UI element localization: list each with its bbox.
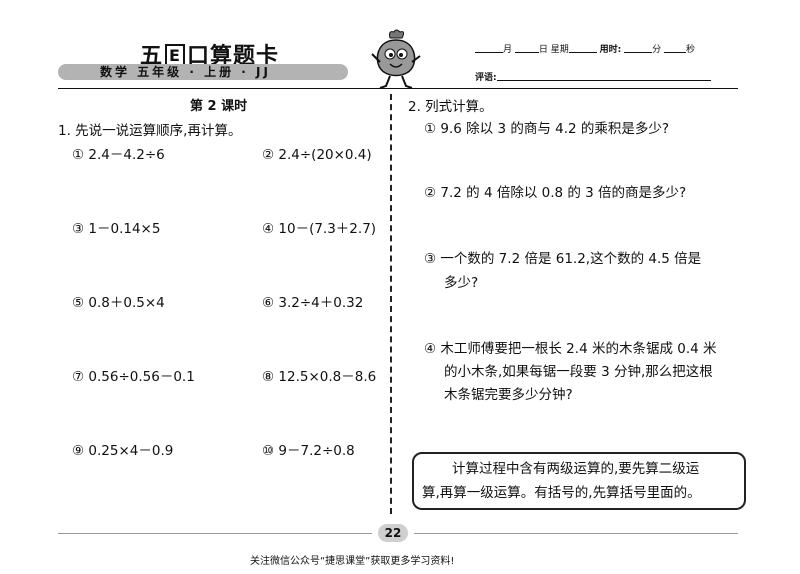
calc-item-7: ⑦ 0.56÷0.56－0.1 — [72, 369, 195, 385]
day-blank[interactable] — [514, 43, 539, 53]
minute-blank[interactable] — [624, 43, 653, 53]
calc-item-1: ① 2.4－4.2÷6 — [72, 147, 165, 163]
minute-label: 分 — [652, 45, 662, 55]
calc-item-5: ⑤ 0.8＋0.5×4 — [72, 295, 165, 311]
mascot-icon — [368, 28, 424, 92]
word-problem-4-line1: ④ 木工师傅要把一根长 2.4 米的木条锯成 0.4 米 — [424, 341, 717, 357]
word-problem-4-line3: 木条锯完要多少分钟? — [444, 387, 573, 403]
word-problem-1: ① 9.6 除以 3 的商与 4.2 的乘积是多少? — [424, 121, 670, 137]
calc-item-2: ② 2.4÷(20×0.4) — [262, 147, 372, 163]
calc-item-6: ⑥ 3.2÷4＋0.32 — [262, 295, 364, 311]
second-label: 秒 — [686, 45, 696, 55]
tip-line-2: 算,再算一级运算。有括号的,先算括号里面的。 — [422, 485, 701, 501]
page-number: 22 — [378, 524, 408, 542]
month-label: 月 — [503, 45, 513, 55]
question2-title: 2. 列式计算。 — [408, 99, 493, 115]
word-problem-3-line2: 多少? — [444, 275, 479, 291]
word-problem-4-line2: 的小木条,如果每锯一段要 3 分钟,那么把这根 — [444, 364, 713, 380]
footer-note: 关注微信公众号“捷思课堂”获取更多学习资料! — [250, 556, 455, 567]
lesson-title: 第 2 课时 — [190, 99, 248, 114]
week-blank[interactable] — [568, 43, 597, 53]
time-label: 用时: — [599, 45, 622, 55]
comment-label: 评语: — [475, 73, 497, 83]
month-blank[interactable] — [475, 43, 503, 53]
comment-blank[interactable] — [496, 71, 711, 81]
date-time-fields: 月 日 星期 用时: 分 秒 — [475, 42, 745, 55]
calc-item-4: ④ 10－(7.3＋2.7) — [262, 221, 377, 237]
tip-line-1: 计算过程中含有两级运算的,要先算二级运 — [452, 461, 700, 477]
word-problem-2: ② 7.2 的 4 倍除以 0.8 的 3 倍的商是多少? — [424, 185, 687, 201]
subtitle-bar: 数学 五年级 · 上册 · JJ — [58, 64, 348, 80]
day-label: 日 — [538, 45, 548, 55]
calc-item-9: ⑨ 0.25×4－0.9 — [72, 443, 174, 459]
calc-item-10: ⑩ 9－7.2÷0.8 — [262, 443, 355, 459]
column-divider — [390, 94, 392, 514]
tip-box: 计算过程中含有两级运算的,要先算二级运 算,再算一级运算。有括号的,先算括号里面… — [412, 452, 746, 510]
word-problem-3-line1: ③ 一个数的 7.2 倍是 61.2,这个数的 4.5 倍是 — [424, 251, 702, 267]
calc-item-8: ⑧ 12.5×0.8－8.6 — [262, 369, 377, 385]
calc-item-3: ③ 1－0.14×5 — [72, 221, 161, 237]
brand-left: 五 — [140, 44, 164, 69]
page-number-badge: 22 — [372, 523, 414, 543]
week-label: 星期 — [550, 45, 569, 55]
subtitle-text: 数学 五年级 · 上册 · JJ — [100, 65, 271, 79]
comment-field: 评语: — [475, 70, 745, 83]
second-blank[interactable] — [664, 43, 687, 53]
header-rule — [58, 88, 738, 89]
question1-title: 1. 先说一说运算顺序,再计算。 — [58, 123, 242, 139]
